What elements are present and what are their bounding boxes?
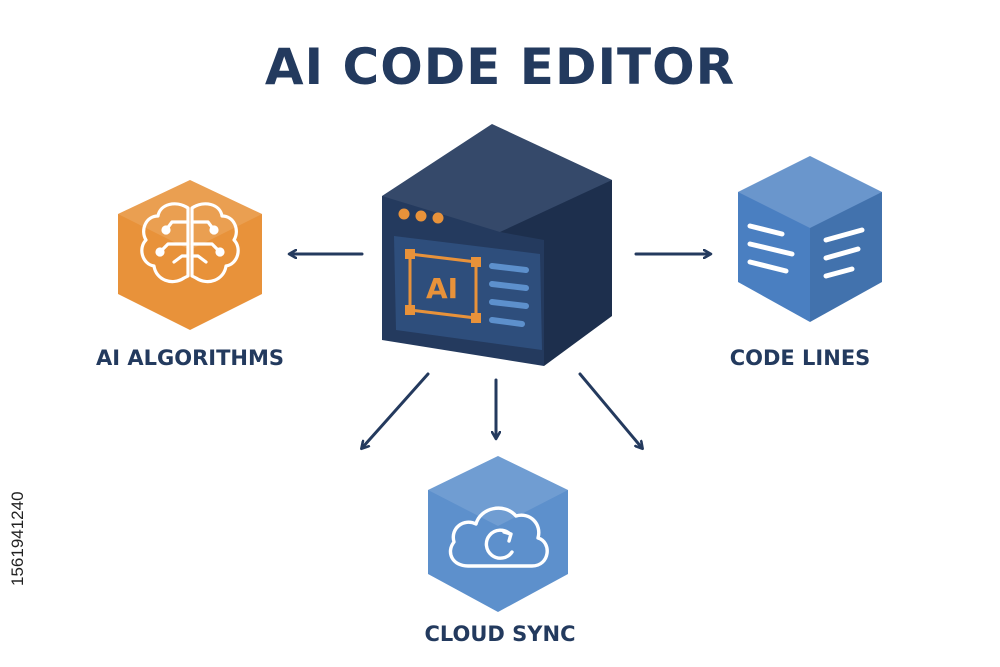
stock-image-id: 1561941240 (8, 491, 27, 586)
text-lines-icon (747, 223, 865, 279)
brain-icon (140, 202, 240, 284)
editor-window-icon: AI (394, 208, 542, 350)
arrow-down-right (578, 372, 642, 448)
arrow-down-left (362, 372, 430, 448)
code-lines-node (738, 156, 882, 322)
ai-editor-node: AI (382, 124, 612, 366)
cloud-sync-icon (448, 506, 549, 568)
page-title: AI CODE EDITOR (264, 38, 736, 96)
image-id-text: 1561941240 (8, 491, 27, 586)
code-lines-label: CODE LINES (729, 346, 871, 370)
ai-badge-text: AI (426, 272, 458, 305)
ai-algorithms-node (118, 180, 262, 330)
cloud-sync-node (428, 456, 568, 612)
ai-algorithms-label: AI ALGORITHMS (95, 346, 284, 370)
cloud-sync-label: CLOUD SYNC (424, 622, 576, 646)
